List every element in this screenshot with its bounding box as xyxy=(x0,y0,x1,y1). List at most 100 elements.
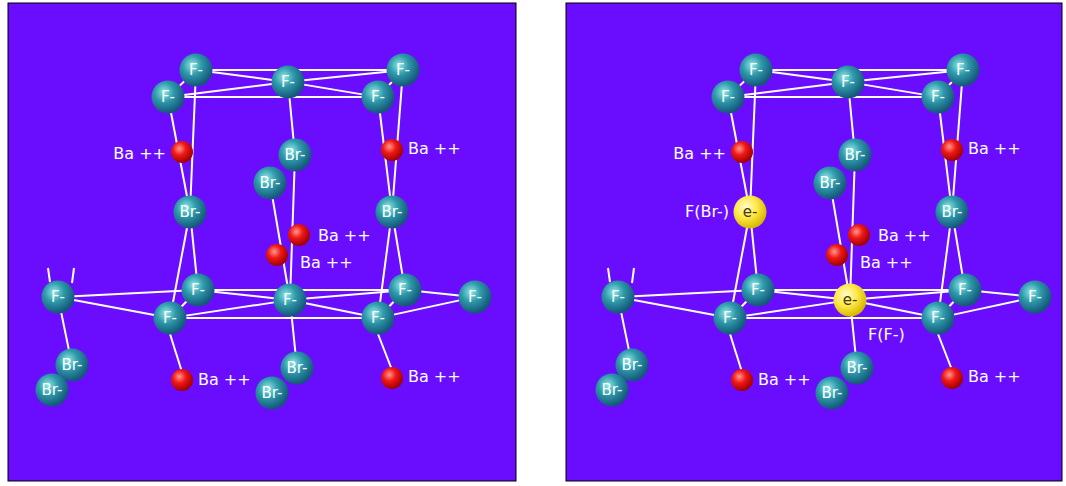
barium-ion xyxy=(941,139,963,161)
anion-sphere: F- xyxy=(271,65,305,99)
ion-symbol: Br- xyxy=(822,386,843,401)
lattice-bond xyxy=(192,228,197,274)
sphere-shape xyxy=(740,54,773,87)
lattice-bond xyxy=(740,81,745,86)
sphere-shape xyxy=(949,274,982,307)
sphere-shape xyxy=(814,167,847,200)
ion-symbol: F- xyxy=(931,90,945,105)
lattice-bond xyxy=(751,86,756,196)
barium-ion xyxy=(381,367,403,389)
lattice-bond xyxy=(621,313,629,350)
lattice-bond xyxy=(752,228,757,274)
anion-sphere: F- xyxy=(713,301,747,335)
barium-ion xyxy=(288,224,310,246)
ion-symbol: F- xyxy=(51,290,65,305)
anion-sphere: F- xyxy=(739,53,773,87)
sphere-shape xyxy=(174,196,207,229)
sphere-shape xyxy=(362,81,395,114)
ion-symbol: F- xyxy=(283,293,297,308)
ion-group-right xyxy=(731,139,963,391)
sphere-shape xyxy=(922,302,955,335)
ion-label: Ba ++ xyxy=(968,140,1021,158)
lattice-bond xyxy=(421,292,459,296)
anion-sphere: F- xyxy=(921,80,955,114)
ion-symbol: Br- xyxy=(942,205,963,220)
ion-label: Ba ++ xyxy=(300,254,353,272)
sphere-shape xyxy=(1019,281,1052,314)
ion-symbol: F- xyxy=(161,90,175,105)
anion-sphere: F- xyxy=(831,65,865,99)
ion-label: Ba ++ xyxy=(198,371,251,389)
lattice-bond xyxy=(850,98,854,139)
sphere-shape xyxy=(839,139,872,172)
ion-symbol: Br- xyxy=(260,176,281,191)
ion-symbol: F- xyxy=(396,63,410,78)
ion-symbol: Br- xyxy=(622,358,643,373)
barium-ion xyxy=(826,244,848,266)
lattice-bond xyxy=(634,291,742,296)
ion-label: Ba ++ xyxy=(673,145,726,163)
lattice-bond xyxy=(634,300,715,315)
lattice-bond xyxy=(864,72,947,81)
lattice-bond xyxy=(746,317,922,319)
ion-symbol: F- xyxy=(749,63,763,78)
anion-sphere: F- xyxy=(151,80,185,114)
sphere-shape xyxy=(459,281,492,314)
anion-sphere: F- xyxy=(181,273,215,307)
sphere-shape xyxy=(254,167,287,200)
ion-symbol: Br- xyxy=(382,205,403,220)
lattice-bond xyxy=(949,82,952,86)
ion-symbol: Br- xyxy=(62,358,83,373)
lattice-bond xyxy=(212,72,272,80)
sphere-shape xyxy=(712,81,745,114)
sphere-shape xyxy=(281,352,314,385)
lattice-bond xyxy=(292,316,296,352)
ion-label: Ba ++ xyxy=(758,371,811,389)
ion-label: F(F-) xyxy=(866,326,907,344)
sphere-shape xyxy=(42,281,75,314)
ion-symbol: F- xyxy=(371,90,385,105)
sphere-shape xyxy=(936,196,969,229)
ion-symbol: Br- xyxy=(287,361,308,376)
lattice-bond xyxy=(866,303,923,315)
lattice-bond xyxy=(306,303,363,315)
anion-sphere: Br- xyxy=(840,351,874,385)
lattice-line xyxy=(72,268,74,283)
sphere-shape xyxy=(602,281,635,314)
sphere-shape xyxy=(180,54,213,87)
ion-symbol: e- xyxy=(843,293,858,308)
ion-symbol: F- xyxy=(281,75,295,90)
ion-symbol: F- xyxy=(398,283,412,298)
right-panel xyxy=(566,3,1062,481)
lattice-bond xyxy=(866,291,949,298)
ion-symbol: F- xyxy=(956,63,970,78)
barium-ion xyxy=(731,369,753,391)
anion-sphere: F- xyxy=(153,301,187,335)
barium-ion xyxy=(848,224,870,246)
anion-sphere: Br- xyxy=(838,138,872,172)
ion-label: Ba ++ xyxy=(408,368,461,386)
ion-symbol: F- xyxy=(189,63,203,78)
anion-sphere: Br- xyxy=(815,376,849,410)
lattice-bond xyxy=(389,82,392,86)
sphere-shape xyxy=(922,81,955,114)
lattice-line xyxy=(170,334,182,372)
ion-symbol: Br- xyxy=(602,383,623,398)
lattice-bond xyxy=(186,317,362,319)
ion-symbol: F- xyxy=(468,290,482,305)
lattice-bond xyxy=(61,313,69,350)
ion-label: Ba ++ xyxy=(968,368,1021,386)
lattice-bond xyxy=(273,199,288,284)
electron-center: e- xyxy=(833,283,867,317)
anion-sphere: F- xyxy=(388,273,422,307)
ion-group-left xyxy=(171,139,403,391)
ion-symbol: F- xyxy=(751,283,765,298)
lattice-bond xyxy=(304,72,387,81)
ion-symbol: F- xyxy=(721,90,735,105)
barium-ion xyxy=(266,244,288,266)
sphere-shape xyxy=(256,377,289,410)
lattice-bond xyxy=(74,300,155,315)
sphere-shape xyxy=(376,196,409,229)
ion-symbol: Br- xyxy=(285,148,306,163)
